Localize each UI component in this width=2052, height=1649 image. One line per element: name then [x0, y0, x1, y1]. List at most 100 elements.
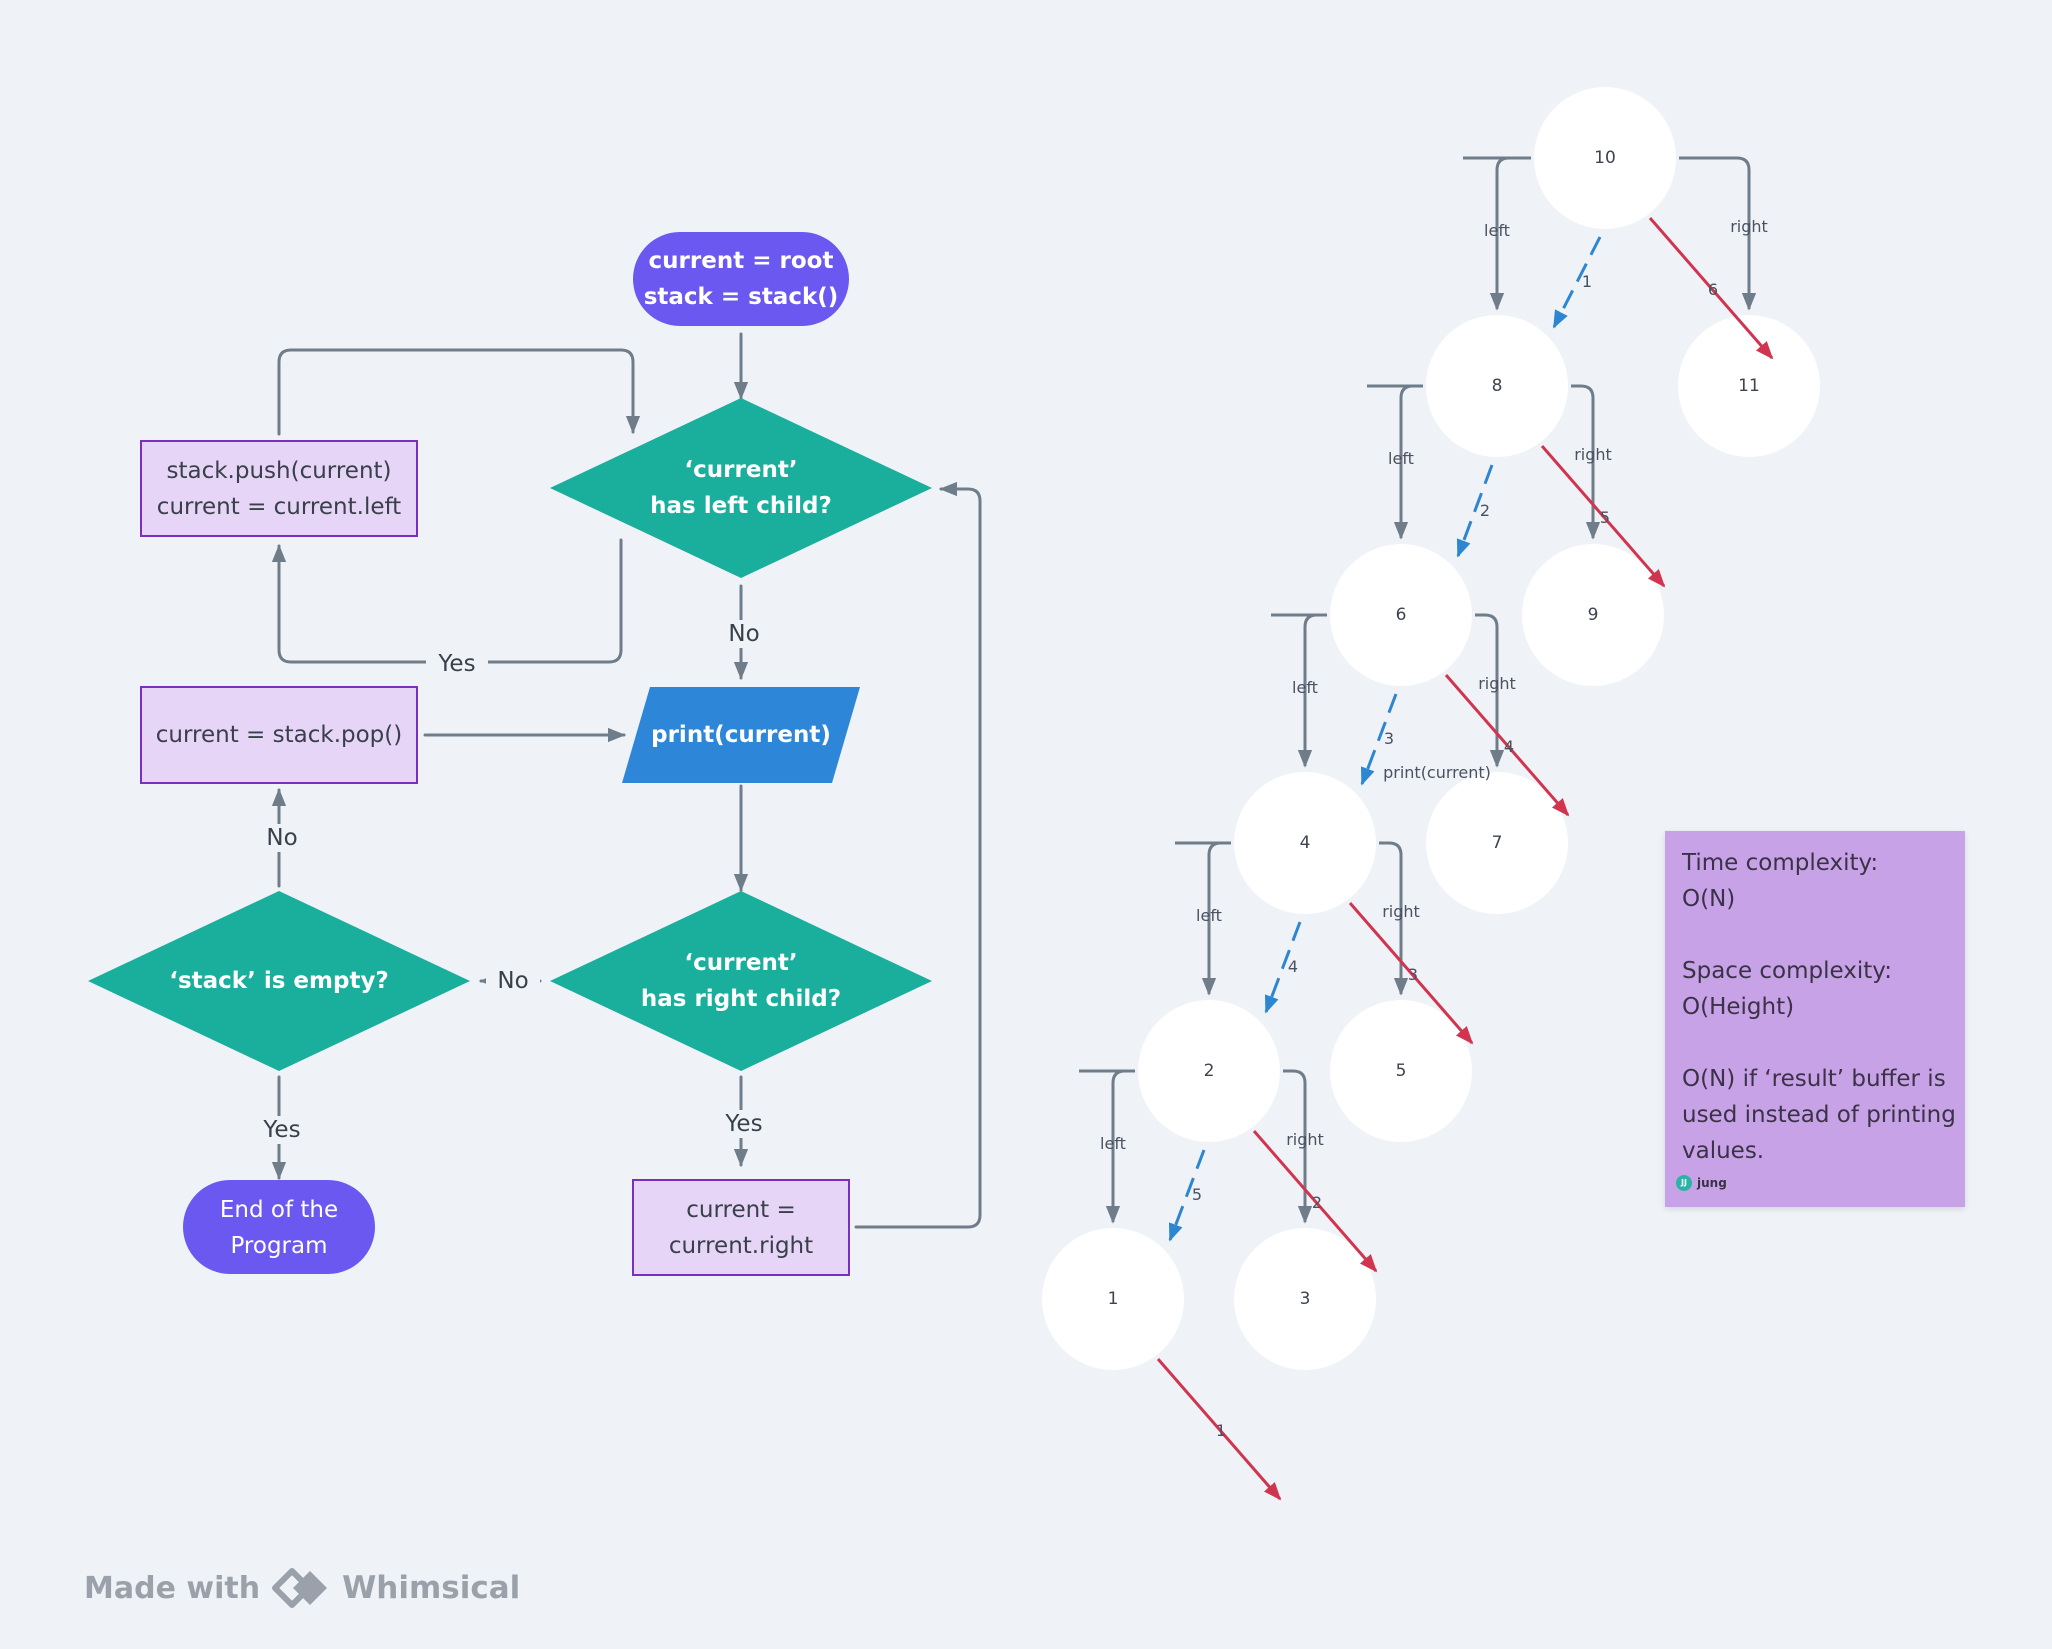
print-order-label: 6 [1707, 280, 1719, 299]
left-child-decision [550, 398, 932, 578]
whimsical-logo-icon [272, 1568, 328, 1608]
print-order-arrow [1348, 902, 1474, 1045]
tree-edge-left [1367, 384, 1423, 538]
complexity-note-text: Time complexity: O(N) Space complexity: … [1682, 850, 1956, 1164]
tree-node [1234, 772, 1376, 914]
tree-node [1534, 87, 1676, 229]
right-child-decision-label: ‘current’ has right child? [640, 950, 842, 1012]
tree-edge-left [1175, 841, 1231, 994]
tree-node-value: 3 [1299, 1289, 1311, 1309]
tree-edge-right [1571, 384, 1601, 540]
right-child-decision [550, 891, 932, 1071]
tree-node-value: 7 [1491, 833, 1503, 853]
tree-node [1138, 1000, 1280, 1142]
edge-label-no-right: No [486, 967, 540, 995]
tree-edge-right-label: right [1730, 216, 1768, 236]
print-order-label: 2 [1311, 1193, 1323, 1212]
edge-push-loop-back [277, 348, 641, 436]
push-order-label: 5 [1191, 1185, 1203, 1204]
tree-node [1678, 315, 1820, 457]
tree-node-value: 8 [1491, 376, 1503, 396]
tree-node [1426, 772, 1568, 914]
print-order-label: 1 [1215, 1421, 1227, 1440]
tree-node [1426, 315, 1568, 457]
push-left-process [140, 440, 418, 537]
edge-left-check-yes [271, 538, 623, 664]
tree-edge-right [1475, 613, 1505, 768]
push-order-arrow [1168, 1149, 1206, 1242]
note-author: JJ jung [1676, 1175, 1727, 1191]
push-order-arrow [1360, 693, 1398, 786]
stack-empty-decision [88, 891, 470, 1071]
end-terminal-label: End of the Program [219, 1197, 339, 1259]
tree-node [1522, 544, 1664, 686]
made-with-whimsical[interactable]: Made with Whimsical [84, 1565, 520, 1611]
start-terminal [633, 232, 849, 326]
print-order-label: 5 [1599, 508, 1611, 527]
print-current-annotation: print(current) [1383, 763, 1491, 782]
tree-edge-right [1379, 841, 1409, 996]
push-left-process-label: stack.push(current) current = current.le… [156, 458, 402, 520]
tree-node-value: 5 [1395, 1061, 1407, 1081]
tree-node-value: 6 [1395, 605, 1407, 625]
push-order-label: 4 [1287, 957, 1299, 976]
whimsical-brand-text: Whimsical [342, 1570, 521, 1606]
tree-edge-right-label: right [1286, 1129, 1324, 1149]
print-order-label: 3 [1407, 965, 1419, 984]
tree-node-value: 11 [1738, 376, 1760, 396]
edge-go-right-loop [854, 481, 982, 1229]
print-order-arrow [1444, 674, 1570, 817]
pop-process-label: current = stack.pop() [155, 722, 403, 748]
push-order-arrow [1264, 921, 1302, 1014]
print-order-arrow [1648, 217, 1774, 360]
print-order-arrow [1252, 1130, 1378, 1273]
print-order-arrow [1156, 1358, 1282, 1501]
tree-edge-left-label: left [1196, 905, 1222, 925]
tree-node [1330, 1000, 1472, 1142]
author-avatar: JJ [1676, 1175, 1692, 1191]
print-order-label: 4 [1503, 737, 1515, 756]
tree-node-value: 10 [1594, 148, 1616, 168]
edge-label-yes-left: Yes [426, 650, 488, 678]
stack-empty-decision-label: ‘stack’ is empty? [169, 968, 389, 994]
tree-node [1234, 1228, 1376, 1370]
made-with-text: Made with [84, 1570, 261, 1606]
push-order-arrow [1456, 464, 1494, 558]
tree-edge-right [1679, 156, 1757, 311]
push-order-arrow [1552, 236, 1602, 329]
go-right-process-label: current = current.right [668, 1197, 814, 1259]
edge-label-yes-stack: Yes [251, 1116, 313, 1144]
tree-node [1042, 1228, 1184, 1370]
left-child-decision-label: ‘current’ has left child? [650, 457, 832, 519]
go-right-process [632, 1179, 850, 1276]
push-order-label: 1 [1581, 272, 1593, 291]
tree-node-value: 4 [1299, 833, 1311, 853]
tree-node-value: 2 [1203, 1061, 1215, 1081]
tree-node-value: 9 [1587, 605, 1599, 625]
end-terminal [183, 1180, 375, 1274]
tree-edge-right-label: right [1574, 445, 1612, 464]
edge-label-no-left: No [717, 620, 771, 648]
edge-label-no-stack: No [255, 824, 309, 852]
tree-edge-left [1461, 156, 1531, 309]
push-order-label: 3 [1383, 729, 1395, 748]
push-order-label: 2 [1479, 500, 1491, 520]
print-order-arrow [1540, 445, 1666, 588]
tree-edge-left-label: left [1484, 220, 1510, 240]
tree-edge-right-label: right [1478, 673, 1516, 693]
tree-edge-left-label: left [1292, 677, 1318, 697]
edge-label-yes-right: Yes [713, 1110, 775, 1138]
tree-edge-right [1283, 1069, 1313, 1224]
complexity-note[interactable]: Time complexity: O(N) Space complexity: … [1665, 831, 1965, 1207]
print-io-label: print(current) [651, 722, 831, 748]
tree-node [1330, 544, 1472, 686]
print-io [622, 687, 860, 783]
tree-edge-left [1079, 1069, 1135, 1222]
tree-edge-left [1269, 613, 1327, 766]
pop-process [140, 686, 418, 784]
tree-node-value: 1 [1107, 1289, 1119, 1309]
author-name: jung [1697, 1176, 1727, 1190]
tree-edge-left-label: left [1388, 449, 1414, 468]
tree-edge-right-label: right [1382, 901, 1420, 921]
